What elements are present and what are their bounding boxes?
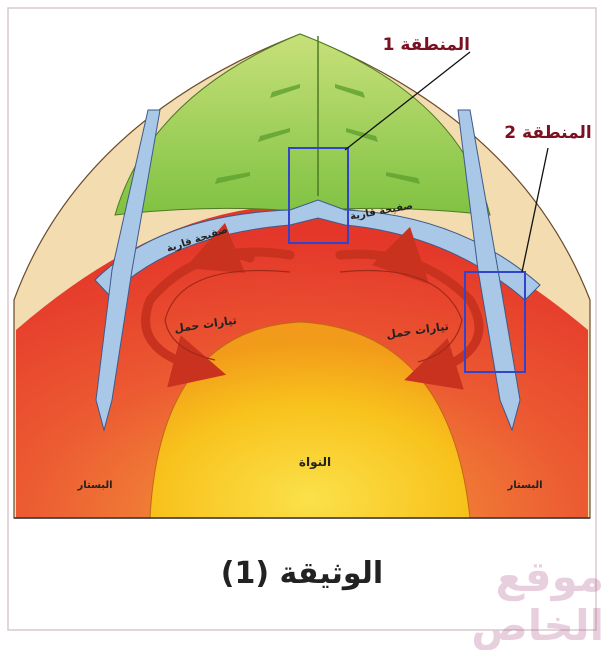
document-caption: الوثيقة (1)	[0, 556, 604, 591]
zone2-label: المنطقة 2	[504, 123, 591, 143]
core-label: النواة	[299, 455, 331, 470]
oceanic-layer	[115, 34, 490, 215]
mantle-label-right: البستار	[506, 480, 542, 491]
mantle-label-left: البستار	[76, 480, 112, 491]
zone1-label: المنطقة 1	[383, 35, 470, 55]
